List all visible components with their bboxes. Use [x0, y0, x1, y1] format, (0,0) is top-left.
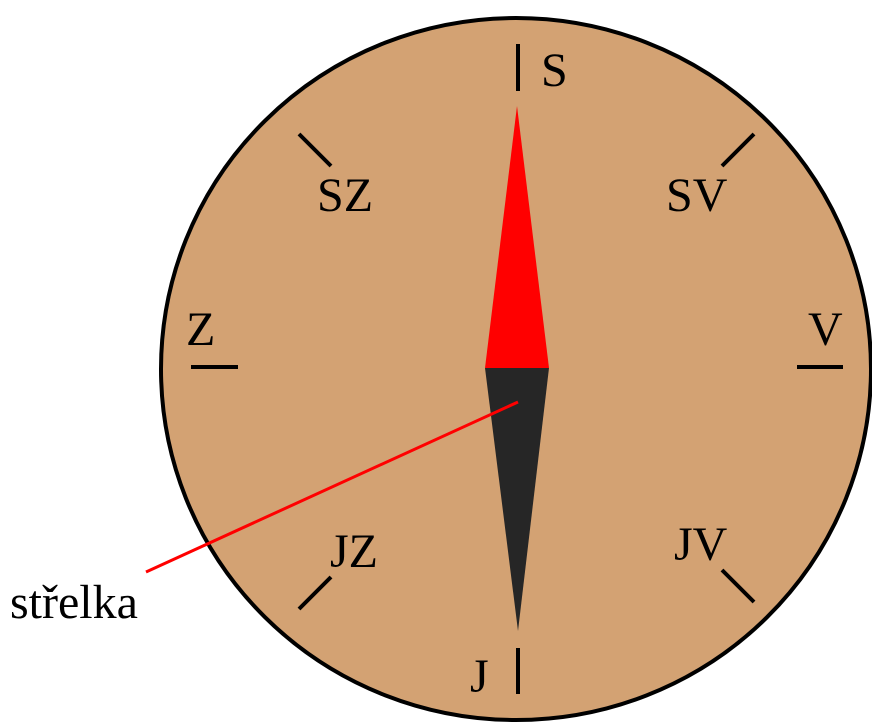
label-northeast: SV — [666, 169, 728, 222]
label-southwest: JZ — [330, 525, 378, 578]
callout-label: střelka — [10, 576, 138, 629]
label-northwest: SZ — [317, 169, 373, 222]
label-west: Z — [186, 303, 215, 356]
label-east: V — [808, 303, 843, 356]
label-south: J — [470, 650, 489, 703]
label-north: S — [541, 44, 568, 97]
label-southeast: JV — [674, 518, 728, 571]
